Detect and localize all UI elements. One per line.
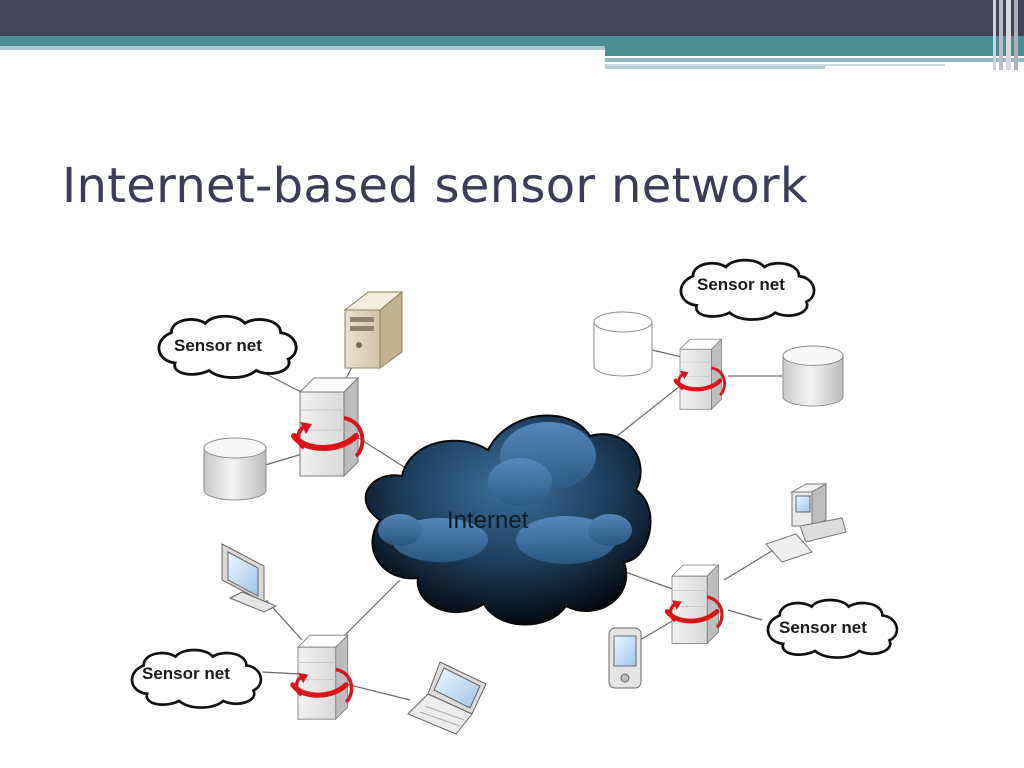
header-teal-tab — [605, 46, 1024, 56]
database-top-right — [782, 345, 844, 407]
sensor-cloud-bottom-right: Sensor net — [766, 598, 899, 660]
header-stripe-3 — [1006, 0, 1011, 70]
pda-device — [608, 627, 642, 689]
header-stripe-1 — [993, 0, 996, 70]
header-bars — [0, 0, 1024, 70]
header-tab-line-3 — [605, 66, 825, 69]
header-stripe-4 — [1014, 0, 1018, 70]
internet-label: Internet — [447, 507, 529, 534]
laptop-computer — [407, 661, 487, 735]
header-dark-bar — [0, 0, 1024, 36]
desktop-computer — [765, 483, 847, 563]
header-tab-line-1 — [605, 58, 1024, 62]
gateway-server-top-left — [294, 378, 362, 476]
sensor-cloud-top-left: Sensor net — [157, 314, 298, 379]
sensor-cloud-label: Sensor net — [142, 664, 230, 683]
database-top-left — [203, 437, 267, 501]
sensor-cloud-bottom-left: Sensor net — [130, 648, 263, 710]
header-stripe-2 — [999, 0, 1003, 70]
sensor-cloud-label: Sensor net — [697, 275, 785, 294]
tower-server-beige — [343, 290, 404, 369]
monitor-display — [221, 543, 278, 613]
header-tab-line-2 — [605, 64, 945, 66]
gateway-server-top-right — [676, 339, 725, 409]
sensor-cloud-top-right: Sensor net — [679, 258, 816, 322]
sensor-cloud-label: Sensor net — [779, 618, 867, 637]
header-light-bar — [0, 46, 1024, 50]
header-teal-bar — [0, 36, 1024, 46]
gateway-server-bottom-left — [293, 635, 352, 719]
gateway-server-bottom-right — [667, 565, 722, 643]
slide-title: Internet-based sensor network — [62, 158, 809, 214]
database-outline-top — [593, 311, 653, 377]
internet-cloud: Internet — [364, 414, 652, 626]
sensor-cloud-label: Sensor net — [174, 336, 262, 355]
